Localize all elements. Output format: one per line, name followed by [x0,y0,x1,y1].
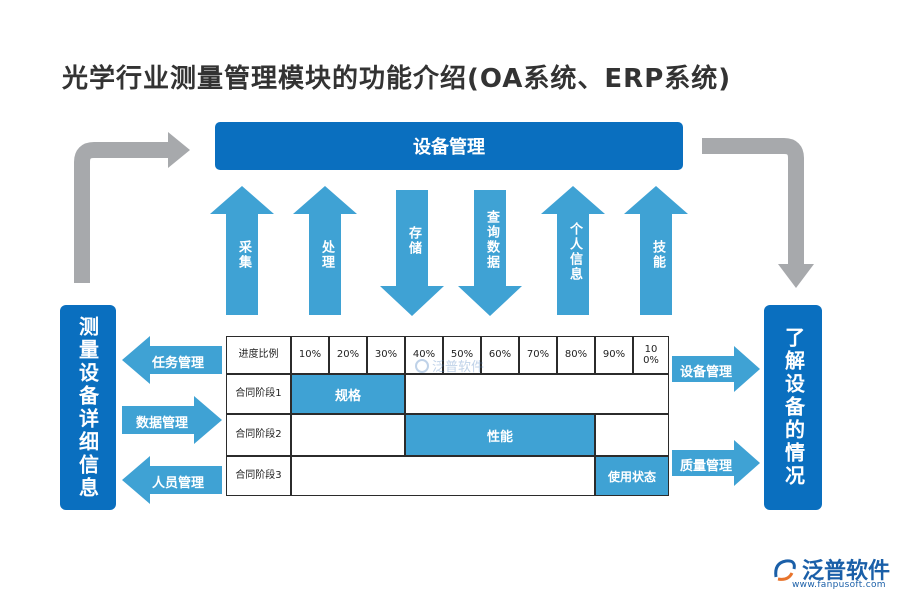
arrow-up-collect [210,186,274,315]
gray-flow-arrowhead-right [778,264,814,288]
gray-flow-arrowhead-left [168,132,190,168]
bar-spec: 规格 [291,374,405,414]
brand-name: 泛普软件 [802,559,891,584]
arrow-label-device: 设备管理 [680,365,733,380]
column-header: 10% [291,336,329,374]
arrow-label-quality: 质量管理 [680,459,733,474]
column-header: 60% [481,336,519,374]
arrow-up-skill [624,186,688,315]
measurement-device-info-box: 测量设备详细信息 [60,305,116,510]
arrow-up-personal [541,186,605,315]
header-label: 进度比例 [226,336,291,374]
arrow-right-quality [672,440,760,486]
watermark-logo-icon [415,358,429,373]
brand-logo: 泛普软件 [770,553,890,585]
row-label-stage1: 合同阶段1 [226,374,291,414]
arrow-label-process: 处理 [319,240,334,270]
arrow-down-query [458,190,522,316]
brand-url: www.fanpusoft.com [792,580,886,590]
brand-logo-icon [774,559,796,581]
arrow-right-device [672,346,760,392]
gray-flow-arrow-left [74,142,170,283]
device-management-box: 设备管理 [215,122,683,170]
row-label-stage2: 合同阶段2 [226,414,291,456]
device-status-box: 了解设备的情况 [764,305,822,510]
arrow-label-query: 查询数据 [484,210,499,270]
column-header: 80% [557,336,595,374]
column-header: 30% [367,336,405,374]
arrow-label-skill: 技能 [650,240,665,270]
row-empty [291,456,595,496]
arrow-label-task: 任务管理 [152,356,205,371]
arrow-label-staff: 人员管理 [152,476,205,491]
watermark-text: 泛普软件 [432,360,485,375]
row-empty [595,414,669,456]
bar-performance: 性能 [405,414,595,456]
row-empty [291,414,405,456]
column-header: 40% [405,336,443,374]
column-header: 20% [329,336,367,374]
gray-flow-arrow-right [702,138,804,266]
arrow-label-personal: 个人信息 [567,222,582,282]
arrow-right-data [122,396,222,444]
arrow-up-process [293,186,357,315]
arrow-left-task [122,336,222,384]
progress-table: 进度比例 10% 20% 30% 40% 50% 60% 70% 80% 90%… [226,336,669,496]
arrow-label-collect: 采集 [236,240,251,270]
arrow-down-store [380,190,444,316]
page-title: 光学行业测量管理模块的功能介绍(OA系统、ERP系统) [62,64,732,94]
watermark: 泛普软件 [414,356,484,375]
arrow-left-staff [122,456,222,504]
arrow-label-data: 数据管理 [136,416,189,431]
arrow-label-store: 存储 [406,226,421,256]
row-label-stage3: 合同阶段3 [226,456,291,496]
bar-usage-status: 使用状态 [595,456,669,496]
column-header: 70% [519,336,557,374]
column-header: 90% [595,336,633,374]
row-empty [405,374,669,414]
column-header: 100% [633,336,669,374]
column-header: 50% [443,336,481,374]
